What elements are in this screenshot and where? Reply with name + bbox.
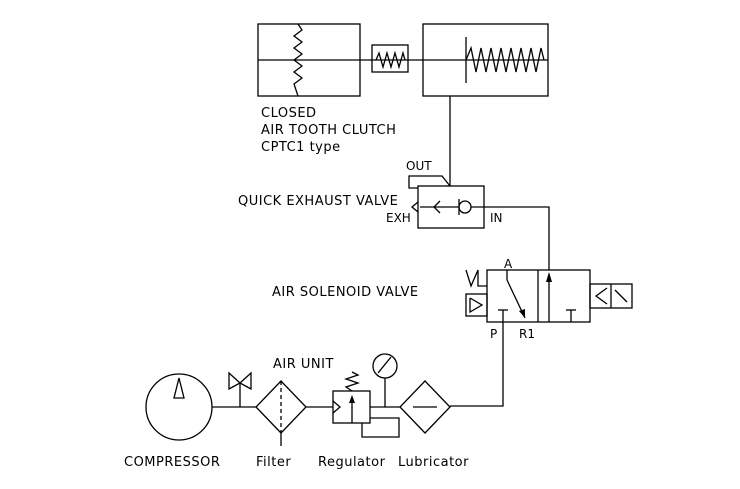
qev-exhaust-icon xyxy=(410,201,419,213)
quick-exhaust-valve xyxy=(408,175,485,229)
qev-check-ball-icon xyxy=(458,200,472,214)
compressor-label: COMPRESSOR xyxy=(124,455,220,470)
solenoid-title: AIR SOLENOID VALVE xyxy=(272,285,419,300)
solenoid-port-r1: R1 xyxy=(519,327,535,341)
drain-valve-right-icon xyxy=(238,371,252,391)
clutch-center-spring-box xyxy=(371,44,409,73)
lubricator-label: Lubricator xyxy=(398,455,469,470)
qev-out-port xyxy=(408,175,451,189)
solenoid-pilot-triangle-icon xyxy=(469,297,484,314)
solenoid-right-arrowhead-icon xyxy=(546,272,552,282)
lubricator xyxy=(399,380,451,434)
drain-valve-left-icon xyxy=(228,371,242,391)
pipe-solenoid-to-lubricator xyxy=(450,322,504,407)
pipe-qev-to-solenoid xyxy=(484,206,550,270)
regulator xyxy=(332,371,400,438)
qev-in-label: IN xyxy=(490,211,503,225)
qev-out-label: OUT xyxy=(406,159,432,173)
regulator-arrow-icon xyxy=(349,395,355,403)
compressor-circle xyxy=(145,373,213,441)
regulator-spring-icon xyxy=(343,371,361,392)
filter-label: Filter xyxy=(256,455,291,470)
qev-arrow-icon xyxy=(433,200,441,214)
air-unit-title: AIR UNIT xyxy=(273,357,334,372)
solenoid-pilot-box xyxy=(465,293,488,317)
drain-valve xyxy=(228,371,252,407)
compressor-arrow-icon xyxy=(173,377,185,399)
solenoid-spring-icon xyxy=(465,269,487,288)
gauge-icon xyxy=(372,353,398,379)
clutch-center-spring xyxy=(375,50,406,70)
gauge-needle xyxy=(377,356,392,374)
air-tooth-clutch xyxy=(257,23,549,97)
compressor xyxy=(145,373,213,441)
regulator-exhaust-icon xyxy=(332,400,341,414)
solenoid-coil-slash-icon xyxy=(614,289,628,303)
solenoid-left-arrowhead-icon xyxy=(519,309,525,318)
clutch-return-spring xyxy=(465,45,545,73)
pressure-gauge xyxy=(372,353,398,407)
clutch-label-name: AIR TOOTH CLUTCH xyxy=(261,123,396,138)
clutch-label-closed: CLOSED xyxy=(261,106,317,121)
air-solenoid-valve xyxy=(465,269,633,323)
solenoid-port-p: P xyxy=(490,327,497,341)
regulator-feedback-line xyxy=(361,417,400,438)
lubricator-diamond xyxy=(399,380,451,434)
regulator-label: Regulator xyxy=(318,455,386,470)
solenoid-port-a: A xyxy=(504,257,513,271)
solenoid-coil-triangle-icon xyxy=(594,287,608,305)
qev-exh-label: EXH xyxy=(386,211,411,225)
qev-title: QUICK EXHAUST VALVE xyxy=(238,194,398,209)
filter xyxy=(255,380,307,446)
clutch-label-type: CPTC1 type xyxy=(261,140,341,155)
clutch-tooth-zigzag xyxy=(292,23,304,97)
